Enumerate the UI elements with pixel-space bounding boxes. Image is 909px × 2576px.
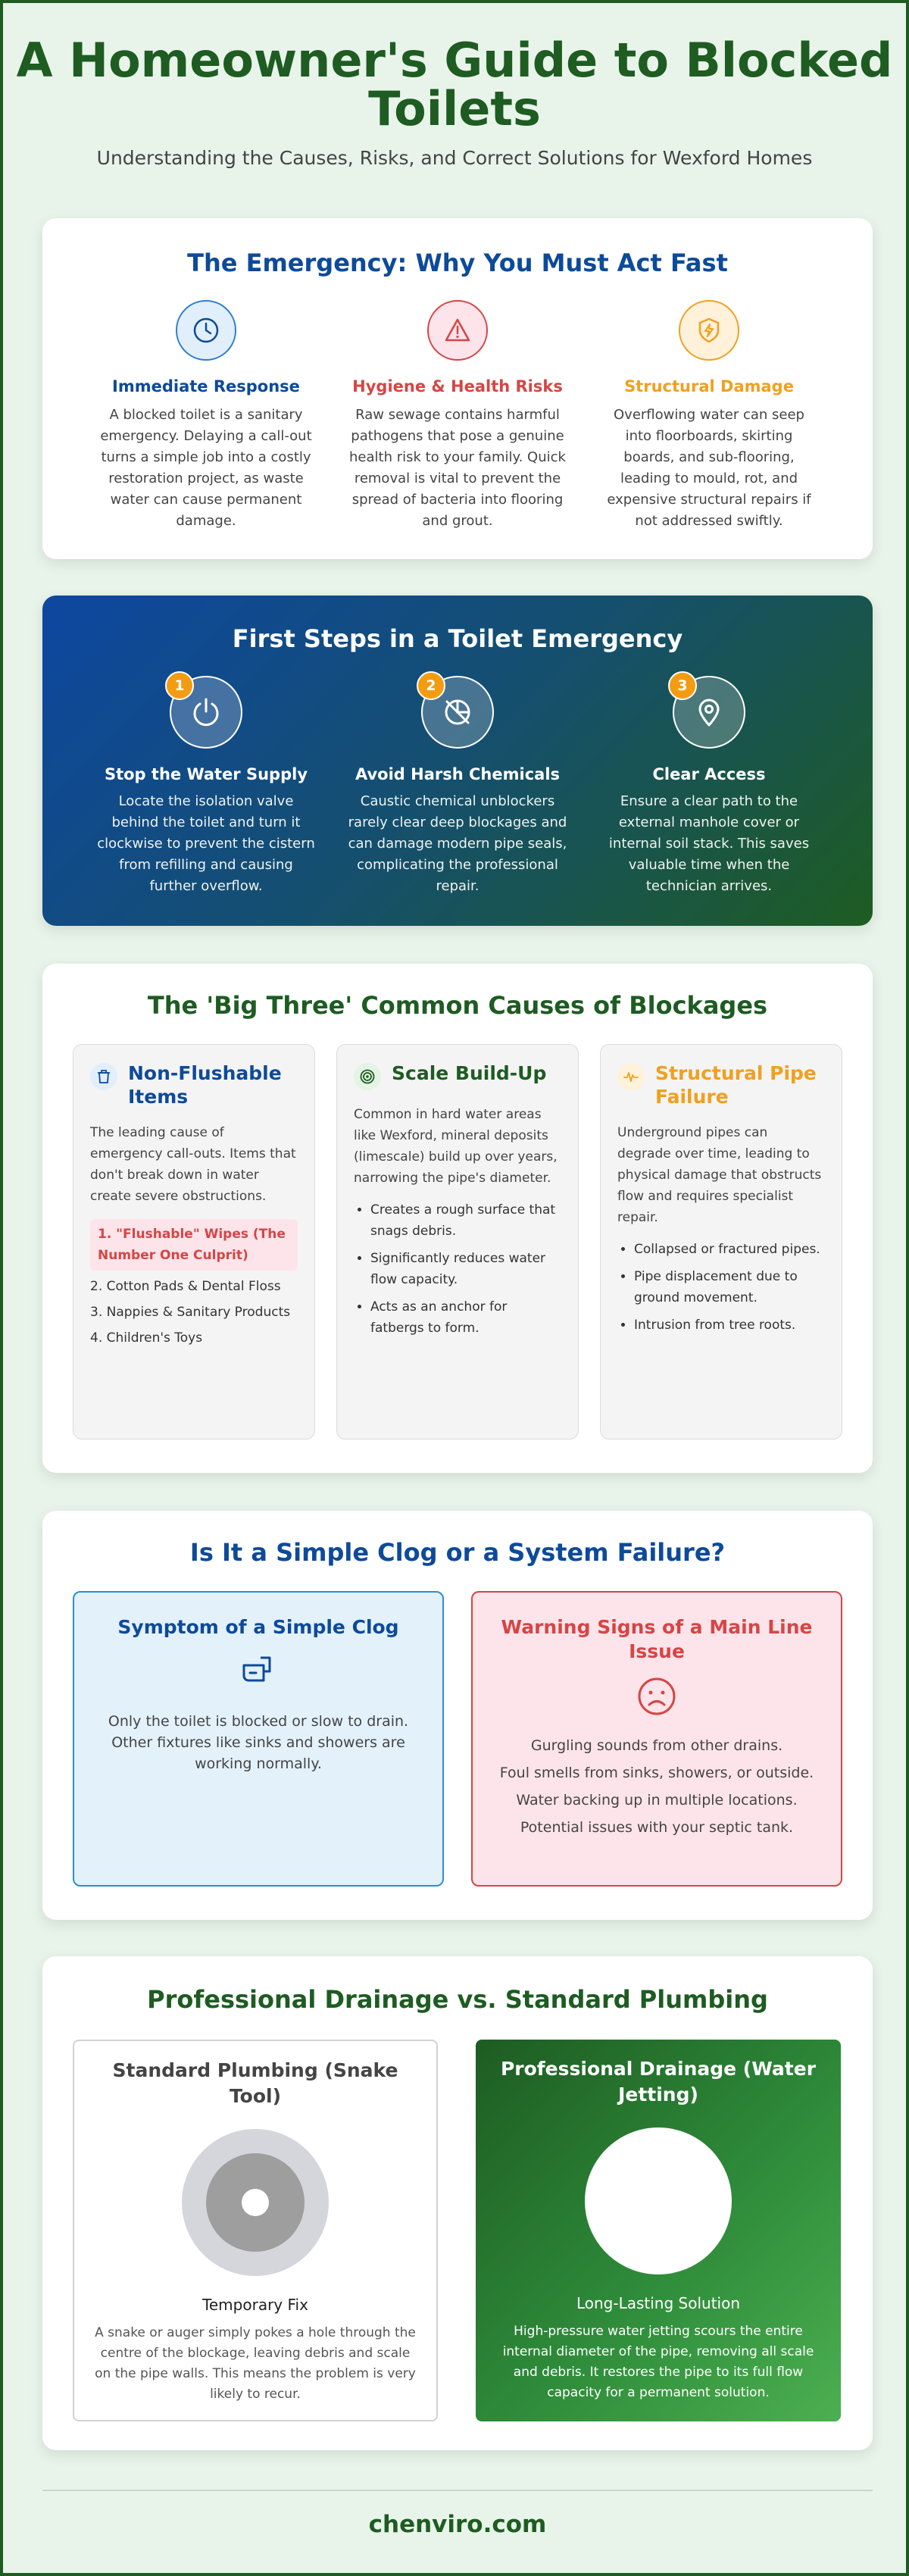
page-title: A Homeowner's Guide to Blocked Toilets <box>16 33 893 136</box>
cause-text: Underground pipes can degrade over time,… <box>617 1125 822 1225</box>
causes-title: The 'Big Three' Common Causes of Blockag… <box>147 991 768 1020</box>
warning-icon <box>427 300 488 361</box>
page-subtitle: Understanding the Causes, Risks, and Cor… <box>96 147 813 169</box>
clogged-pipe-illustration <box>182 2129 329 2276</box>
emergency-item-text: A blocked toilet is a sanitary emergency… <box>100 407 312 529</box>
diagnosis-title: Is It a Simple Clog or a System Failure? <box>189 1538 726 1567</box>
main-line-issue-box: Warning Signs of a Main Line Issue Gurgl… <box>471 1591 842 1887</box>
warning-sign: Potential issues with your septic tank. <box>520 1819 794 1836</box>
emergency-title: The Emergency: Why You Must Act Fast <box>187 249 728 277</box>
cause-text: Common in hard water areas like Wexford,… <box>354 1107 558 1186</box>
warning-sign: Foul smells from sinks, showers, or outs… <box>499 1765 814 1781</box>
standard-plumbing-label: Temporary Fix <box>202 2296 308 2314</box>
page-header: A Homeowner's Guide to Blocked Toilets U… <box>3 3 906 170</box>
list-item: Intrusion from tree roots. <box>634 1315 825 1336</box>
standard-plumbing-text: A snake or auger simply pokes a hole thr… <box>95 2325 416 2402</box>
cause-title: Non-Flushable Items <box>128 1062 282 1108</box>
location-pin-icon: 3 <box>668 671 745 749</box>
emergency-item-heading: Immediate Response <box>112 377 300 395</box>
step-heading: Clear Access <box>652 765 766 783</box>
step-text: Ensure a clear path to the external manh… <box>608 793 810 894</box>
emergency-item-structural: Structural Damage Overflowing water can … <box>583 300 835 532</box>
clean-pipe-illustration <box>585 2127 732 2274</box>
simple-clog-text: Only the toilet is blocked or slow to dr… <box>108 1713 409 1772</box>
step-number: 1 <box>165 671 194 700</box>
professional-drainage-card: Professional Drainage (Water Jetting) Lo… <box>476 2040 841 2421</box>
list-item: Significantly reduces water flow capacit… <box>370 1248 561 1290</box>
shield-icon <box>679 300 739 361</box>
list-item: Pipe displacement due to ground movement… <box>634 1266 825 1308</box>
emergency-item-heading: Hygiene & Health Risks <box>352 377 563 395</box>
standard-plumbing-title: Standard Plumbing (Snake Tool) <box>112 2059 398 2107</box>
emergency-item-response: Immediate Response A blocked toilet is a… <box>80 300 332 532</box>
step-number: 2 <box>417 671 445 700</box>
list-item: 3. Nappies & Sanitary Products <box>90 1305 291 1320</box>
standard-plumbing-card: Standard Plumbing (Snake Tool) Temporary… <box>73 2040 438 2421</box>
sink-icon <box>97 1650 420 1694</box>
emergency-item-text: Overflowing water can seep into floorboa… <box>607 407 811 529</box>
warning-sign: Gurgling sounds from other drains. <box>530 1737 783 1754</box>
causes-section: The 'Big Three' Common Causes of Blockag… <box>42 964 873 1473</box>
emergency-item-heading: Structural Damage <box>624 377 794 395</box>
emergency-section: The Emergency: Why You Must Act Fast Imm… <box>42 218 873 559</box>
cause-panel-non-flushable: Non-Flushable Items The leading cause of… <box>73 1044 315 1440</box>
first-steps-title: First Steps in a Toilet Emergency <box>232 624 683 653</box>
comparison-title: Professional Drainage vs. Standard Plumb… <box>147 1985 768 2014</box>
bin-icon <box>90 1063 117 1090</box>
step-text: Caustic chemical unblockers rarely clear… <box>348 793 567 894</box>
step-heading: Stop the Water Supply <box>104 765 308 783</box>
footer-divider <box>42 2490 873 2491</box>
clock-icon <box>176 300 236 361</box>
simple-clog-title: Symptom of a Simple Clog <box>117 1616 399 1638</box>
warning-sign: Water backing up in multiple locations. <box>516 1792 798 1809</box>
professional-drainage-title: Professional Drainage (Water Jetting) <box>500 2058 817 2106</box>
step-item: 2 Avoid Harsh Chemicals Caustic chemical… <box>332 671 583 897</box>
emergency-item-text: Raw sewage contains harmful pathogens th… <box>349 407 566 529</box>
cause-title: Structural Pipe Failure <box>655 1062 817 1108</box>
no-chemicals-icon: 2 <box>417 671 494 749</box>
target-icon <box>354 1063 381 1090</box>
list-item: Creates a rough surface that snags debri… <box>370 1199 561 1242</box>
first-steps-section: First Steps in a Toilet Emergency 1 Stop… <box>42 596 873 926</box>
pulse-icon <box>617 1063 645 1090</box>
power-icon: 1 <box>165 671 242 749</box>
list-item: 4. Children's Toys <box>90 1330 203 1346</box>
simple-clog-box: Symptom of a Simple Clog Only the toilet… <box>73 1591 444 1887</box>
step-heading: Avoid Harsh Chemicals <box>355 765 561 783</box>
cause-text: The leading cause of emergency call-outs… <box>90 1125 296 1204</box>
list-item: Collapsed or fractured pipes. <box>634 1239 825 1260</box>
diagnosis-section: Is It a Simple Clog or a System Failure?… <box>42 1511 873 1920</box>
footer-site-link[interactable]: chenviro.com <box>368 2511 547 2538</box>
top-culprit-item: 1. "Flushable" Wipes (The Number One Cul… <box>90 1219 298 1271</box>
professional-drainage-text: High-pressure water jetting scours the e… <box>502 2324 814 2400</box>
professional-drainage-label: Long-Lasting Solution <box>576 2294 741 2312</box>
step-number: 3 <box>668 671 697 700</box>
comparison-section: Professional Drainage vs. Standard Plumb… <box>42 1956 873 2450</box>
sad-face-icon <box>495 1676 818 1720</box>
cause-title: Scale Build-Up <box>392 1062 547 1084</box>
cause-panel-structural: Structural Pipe Failure Underground pipe… <box>600 1044 842 1440</box>
main-line-title: Warning Signs of a Main Line Issue <box>501 1616 813 1662</box>
step-text: Locate the isolation valve behind the to… <box>97 793 315 894</box>
list-item: Acts as an anchor for fatbergs to form. <box>370 1296 561 1339</box>
cause-panel-scale: Scale Build-Up Common in hard water area… <box>336 1044 579 1440</box>
emergency-item-hygiene: Hygiene & Health Risks Raw sewage contai… <box>332 300 583 532</box>
list-item: 2. Cotton Pads & Dental Floss <box>90 1279 281 1294</box>
step-item: 1 Stop the Water Supply Locate the isola… <box>80 671 332 897</box>
step-item: 3 Clear Access Ensure a clear path to th… <box>583 671 835 897</box>
